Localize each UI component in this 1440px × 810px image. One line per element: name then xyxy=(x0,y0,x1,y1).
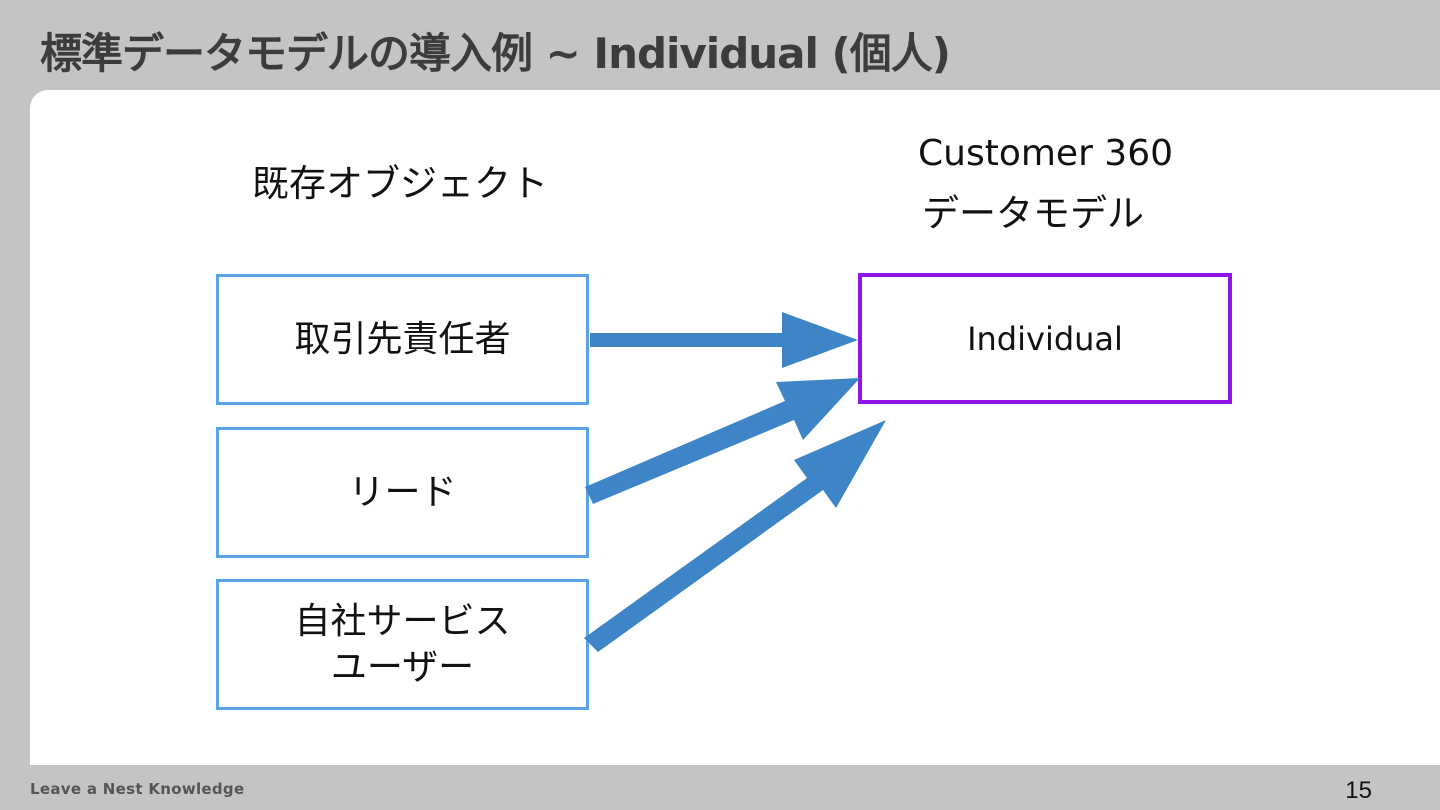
source-box-contact: 取引先責任者 xyxy=(216,274,589,405)
page-number: 15 xyxy=(1345,777,1372,804)
slide-title: 標準データモデルの導入例 ~ Individual (個人) xyxy=(40,29,951,78)
arrow-lead-to-individual xyxy=(585,378,860,504)
arrow-service-user-to-individual xyxy=(584,420,886,652)
arrow-contact-to-individual xyxy=(590,312,858,368)
customer360-heading-line2: データモデル xyxy=(922,192,1144,235)
target-box-individual: Individual xyxy=(858,273,1232,404)
existing-objects-heading: 既存オブジェクト xyxy=(252,162,548,205)
source-box-label-line1: 自社サービス xyxy=(294,600,511,642)
brand-logo-text: Leave a Nest Knowledge xyxy=(30,780,245,798)
customer360-heading-line1: Customer 360 xyxy=(918,133,1174,174)
source-box-label: リード xyxy=(348,471,457,513)
target-box-label: Individual xyxy=(967,319,1123,358)
source-box-service-user: 自社サービス ユーザー xyxy=(216,579,589,710)
source-box-label-line2: ユーザー xyxy=(330,646,475,688)
source-box-lead: リード xyxy=(216,427,589,558)
source-box-label: 取引先責任者 xyxy=(294,318,511,360)
